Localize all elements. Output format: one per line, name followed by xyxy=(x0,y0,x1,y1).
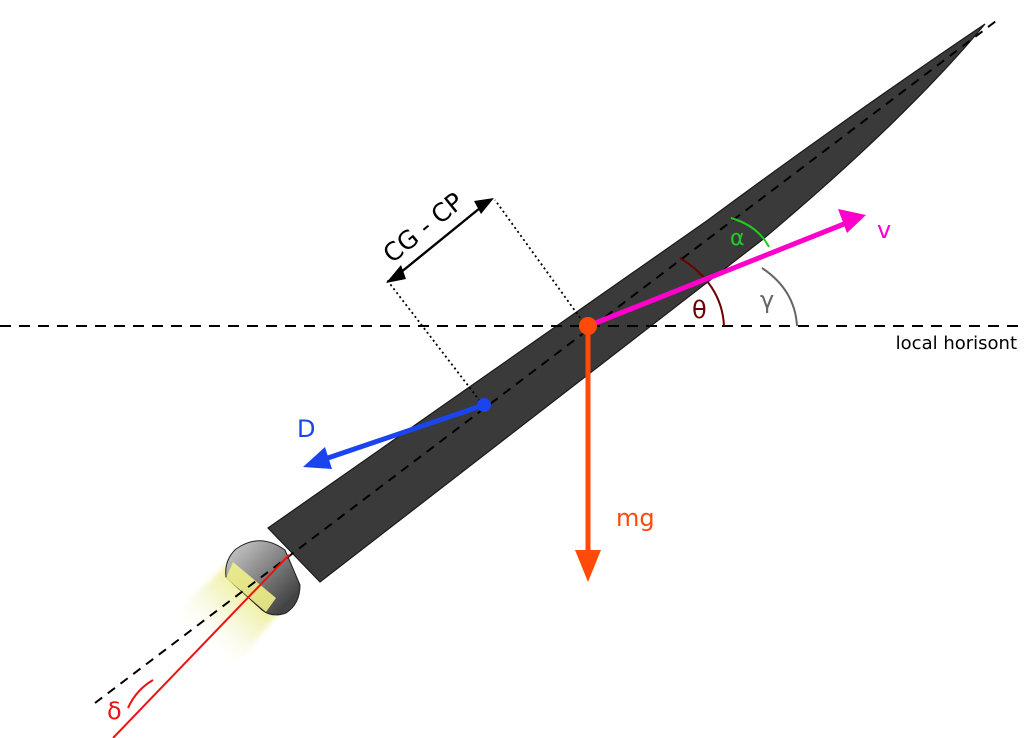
gamma-label: γ xyxy=(760,286,774,314)
cg-extension-line xyxy=(494,199,587,327)
horizon-label: local horisont xyxy=(896,333,1017,354)
theta-label: θ xyxy=(692,296,707,324)
velocity-label: v xyxy=(877,216,891,244)
cg-cp-arrowhead-upper xyxy=(474,198,494,214)
drag-label: D xyxy=(297,415,315,443)
theta-angle-arc xyxy=(679,257,725,327)
alpha-label: α xyxy=(730,226,745,251)
nozzle-flame-band xyxy=(226,562,276,612)
delta-angle-arc xyxy=(127,679,154,709)
velocity-arrowhead xyxy=(838,209,866,233)
cg-cp-arrowhead-lower xyxy=(386,265,406,283)
delta-label: δ xyxy=(107,697,122,725)
thrust-direction-line xyxy=(112,554,290,738)
weight-label: mg xyxy=(616,504,655,532)
drag-vector xyxy=(321,402,485,463)
alpha-angle-arc xyxy=(730,217,770,248)
cp-extension-line xyxy=(386,279,484,406)
center-of-pressure-point xyxy=(477,398,491,412)
gamma-angle-arc xyxy=(761,267,798,327)
center-of-gravity-point xyxy=(579,317,597,335)
weight-arrowhead xyxy=(575,550,601,582)
rocket-axis-line xyxy=(94,17,1001,704)
cg-cp-dimension-arrow xyxy=(399,207,481,274)
rocket-nozzle xyxy=(225,540,301,616)
rocket-body xyxy=(267,23,986,583)
velocity-vector xyxy=(587,221,845,329)
drag-arrowhead xyxy=(303,447,332,469)
